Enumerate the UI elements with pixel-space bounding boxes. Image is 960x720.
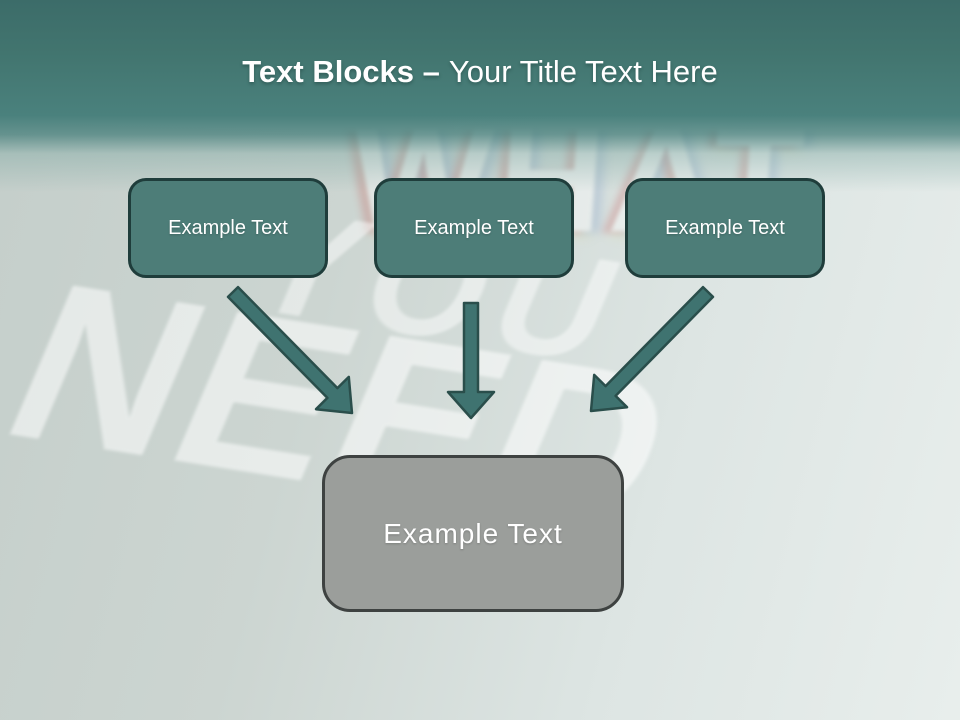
- text-block-1-label: Example Text: [168, 216, 288, 239]
- arrow-right-diagonal: [589, 285, 715, 413]
- text-block-3-label: Example Text: [665, 216, 785, 239]
- header-band: [0, 0, 960, 192]
- summary-block[interactable]: Example Text: [322, 455, 624, 612]
- slide-title-subtitle: Your Title Text Here: [448, 54, 718, 89]
- text-block-2-label: Example Text: [414, 216, 534, 239]
- slide-title-topic: Text Blocks –: [242, 54, 440, 89]
- text-block-1[interactable]: Example Text: [128, 178, 328, 278]
- text-block-2[interactable]: Example Text: [374, 178, 574, 278]
- arrow-middle-down: [446, 301, 496, 420]
- summary-block-label: Example Text: [383, 517, 563, 549]
- text-block-3[interactable]: Example Text: [625, 178, 825, 278]
- slide-title: Text Blocks –Your Title Text Here: [0, 54, 960, 90]
- arrow-left-diagonal: [226, 285, 354, 415]
